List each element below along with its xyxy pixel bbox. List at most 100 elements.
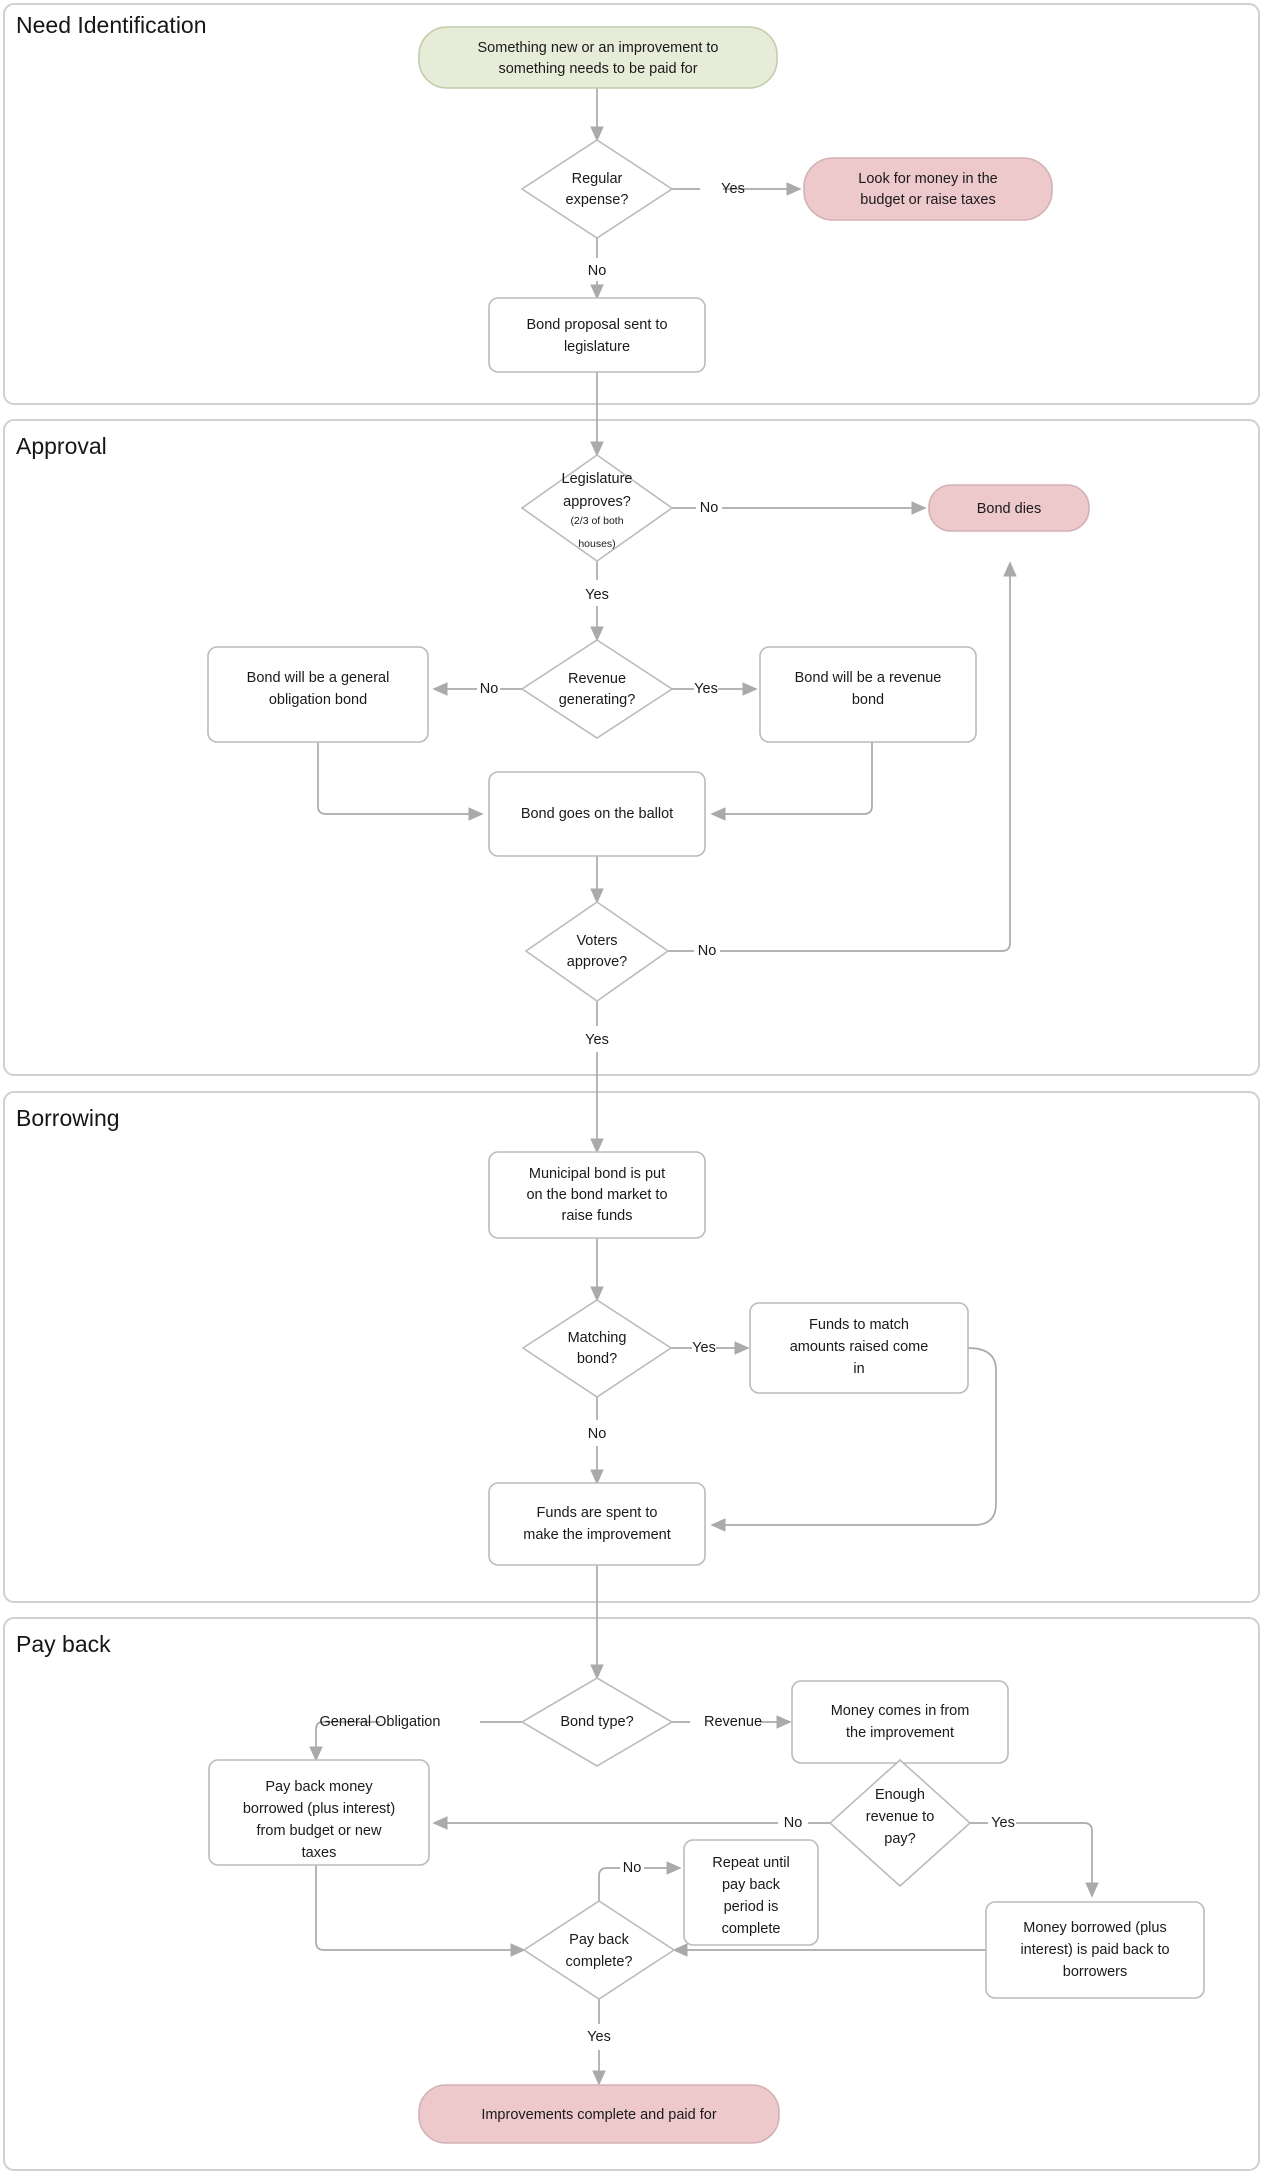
node-improvements-complete-label: Improvements complete and paid for — [481, 2107, 717, 2123]
node-money-paid-back[interactable]: Money borrowed (plus interest) is paid b… — [985, 1901, 1205, 1999]
cluster-approval-label: Approval — [16, 433, 107, 459]
node-funds-spent-line1: Funds are spent to — [537, 1505, 658, 1521]
node-repeat-until-complete[interactable]: Repeat until pay back period is complete — [683, 1839, 819, 1946]
node-pay-back-money-borrowed-shape[interactable] — [208, 1759, 430, 1866]
node-pay-back-money-line2: borrowed (plus interest) — [243, 1801, 395, 1817]
node-start-need-line2: something needs to be paid for — [498, 61, 697, 77]
node-revenue-generating-shape[interactable] — [520, 639, 674, 739]
node-bond-type-label: Bond type? — [560, 1714, 633, 1730]
node-start-need-line1: Something new or an improvement to — [478, 40, 719, 56]
node-matching-bond[interactable]: Matching bond? — [521, 1299, 673, 1398]
node-regular-expense[interactable]: Regular expense? — [520, 139, 674, 239]
node-legislature-approves-line1: Legislature — [562, 471, 633, 487]
edge-label-yes-1: Yes — [721, 181, 745, 197]
node-bond-proposal-shape[interactable] — [488, 297, 706, 373]
edge-label-no-7: No — [623, 1860, 642, 1876]
node-money-paid-back-shape[interactable] — [985, 1901, 1205, 1999]
node-bond-dies-shape[interactable] — [928, 484, 1090, 532]
edge-label-no-6: No — [784, 1815, 803, 1831]
node-revenue-generating-line1: Revenue — [568, 671, 626, 687]
node-revenue-bond-line2: bond — [852, 692, 884, 708]
node-match-funds-shape[interactable] — [749, 1302, 969, 1394]
node-voters-approve-shape[interactable] — [524, 901, 670, 1002]
node-money-from-improvement-shape[interactable] — [791, 1680, 1009, 1764]
node-start-need-shape[interactable] — [418, 26, 778, 89]
node-bond-on-ballot-shape[interactable] — [488, 771, 706, 857]
edge-label-yes-3: Yes — [694, 681, 718, 697]
cluster-approval-box — [3, 419, 1260, 1076]
edge-payback-money-to-complete — [315, 1865, 526, 1957]
node-match-funds[interactable]: Funds to match amounts raised come in — [749, 1302, 969, 1394]
edge-label-yes-5: Yes — [692, 1340, 716, 1356]
node-start-need[interactable]: Something new or an improvement to somet… — [418, 26, 778, 89]
node-pay-back-complete-line2: complete? — [566, 1954, 633, 1970]
node-money-from-improvement[interactable]: Money comes in from the improvement — [791, 1680, 1009, 1764]
node-regular-expense-shape[interactable] — [520, 139, 674, 239]
node-revenue-bond[interactable]: Bond will be a revenue bond — [759, 646, 977, 743]
node-pay-back-money-line3: from budget or new — [257, 1823, 382, 1839]
node-look-for-money[interactable]: Look for money in the budget or raise ta… — [803, 157, 1053, 221]
node-bond-on-ballot[interactable]: Bond goes on the ballot — [488, 771, 706, 857]
edge-label-revenue: Revenue — [704, 1714, 762, 1730]
node-funds-spent[interactable]: Funds are spent to make the improvement — [488, 1482, 706, 1566]
cluster-borrowing-label: Borrowing — [16, 1105, 120, 1131]
edge-bond-type-general-obligation — [316, 1721, 522, 1760]
node-legislature-approves-sub2: houses) — [578, 538, 615, 550]
node-voters-approve[interactable]: Voters approve? — [524, 901, 670, 1002]
node-voters-approve-line1: Voters — [576, 933, 617, 949]
node-enough-revenue[interactable]: Enough revenue to pay? — [828, 1758, 972, 1888]
node-look-for-money-shape[interactable] — [803, 157, 1053, 221]
node-enough-revenue-line3: pay? — [884, 1831, 915, 1847]
node-legislature-approves-shape[interactable] — [520, 454, 674, 562]
node-pay-back-complete-shape[interactable] — [522, 1900, 676, 2000]
node-match-funds-line1: Funds to match — [809, 1317, 909, 1333]
node-enough-revenue-shape[interactable] — [828, 1758, 972, 1888]
node-money-paid-back-line1: Money borrowed (plus — [1023, 1920, 1166, 1936]
node-municipal-bond-market-shape[interactable] — [488, 1151, 706, 1239]
node-municipal-bond-market-line1: Municipal bond is put — [529, 1166, 665, 1182]
edge-voters-no — [668, 563, 1010, 952]
node-money-from-improvement-line2: the improvement — [846, 1725, 954, 1741]
edge-label-no-4: No — [698, 943, 717, 959]
node-funds-spent-shape[interactable] — [488, 1482, 706, 1566]
node-pay-back-complete[interactable]: Pay back complete? — [522, 1900, 676, 2000]
edge-payback-complete-no — [598, 1868, 680, 1901]
node-municipal-bond-market[interactable]: Municipal bond is put on the bond market… — [488, 1151, 706, 1239]
node-legislature-approves[interactable]: Legislature approves? (2/3 of both house… — [520, 454, 674, 562]
edge-label-yes-7: Yes — [587, 2029, 611, 2045]
node-look-for-money-line1: Look for money in the — [858, 171, 997, 187]
node-repeat-line3: period is — [724, 1899, 779, 1915]
node-general-obligation-bond-shape[interactable] — [207, 646, 429, 743]
edge-label-no-1: No — [588, 263, 607, 279]
node-funds-spent-line2: make the improvement — [523, 1527, 670, 1543]
node-bond-type[interactable]: Bond type? — [520, 1677, 674, 1767]
node-bond-type-shape[interactable] — [520, 1677, 674, 1767]
node-revenue-bond-line1: Bond will be a revenue — [795, 670, 942, 686]
cluster-need-label: Need Identification — [16, 12, 207, 38]
node-municipal-bond-market-line3: raise funds — [562, 1208, 633, 1224]
node-improvements-complete-shape[interactable] — [418, 2084, 780, 2144]
node-bond-proposal-line1: Bond proposal sent to — [526, 317, 667, 333]
cluster-approval: Approval — [3, 419, 1260, 1076]
node-money-from-improvement-line1: Money comes in from — [831, 1703, 970, 1719]
node-legislature-approves-line2: approves? — [563, 494, 631, 510]
node-matching-bond-shape[interactable] — [521, 1299, 673, 1398]
node-pay-back-complete-line1: Pay back — [569, 1932, 629, 1948]
node-bond-proposal[interactable]: Bond proposal sent to legislature — [488, 297, 706, 373]
node-repeat-line2: pay back — [722, 1877, 781, 1893]
node-pay-back-money-borrowed[interactable]: Pay back money borrowed (plus interest) … — [208, 1759, 430, 1866]
node-match-funds-line3: in — [853, 1361, 864, 1377]
node-general-obligation-bond-line2: obligation bond — [269, 692, 367, 708]
node-general-obligation-bond[interactable]: Bond will be a general obligation bond — [207, 646, 429, 743]
node-repeat-until-complete-shape[interactable] — [683, 1839, 819, 1946]
node-revenue-generating[interactable]: Revenue generating? — [520, 639, 674, 739]
node-look-for-money-line2: budget or raise taxes — [860, 192, 995, 208]
node-improvements-complete[interactable]: Improvements complete and paid for — [418, 2084, 780, 2144]
node-bond-dies[interactable]: Bond dies — [928, 484, 1090, 532]
edge-label-no-5: No — [588, 1426, 607, 1442]
node-money-paid-back-line3: borrowers — [1063, 1964, 1127, 1980]
edge-match-funds-to-spent — [710, 1347, 997, 1532]
node-revenue-bond-shape[interactable] — [759, 646, 977, 743]
node-enough-revenue-line2: revenue to — [866, 1809, 935, 1825]
